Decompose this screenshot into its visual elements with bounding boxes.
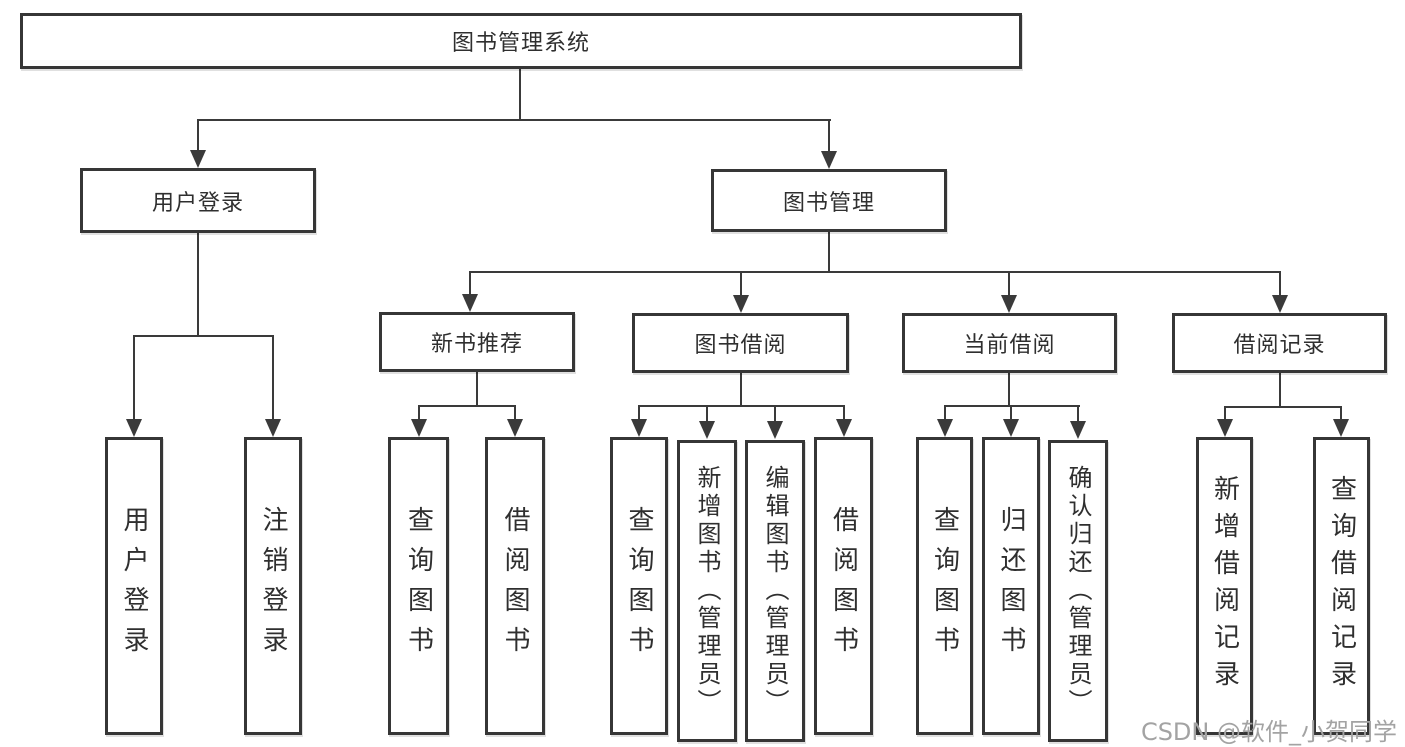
leaf-query-books-recommend-label: 查询图书: [403, 506, 434, 666]
arrow-down-icon: [197, 119, 199, 150]
leaf-query-borrow-record: 查询借阅记录: [1313, 437, 1370, 735]
connector-line: [638, 405, 845, 407]
arrow-down-icon: [514, 405, 516, 419]
arrow-down-icon: [740, 271, 742, 295]
leaf-confirm-return-admin-label: 确认归还（管理员）: [1064, 465, 1092, 717]
node-user-login: 用户登录: [80, 168, 316, 233]
connector-line: [1224, 406, 1342, 408]
connector-line: [469, 271, 1281, 273]
leaf-user-login: 用户登录: [105, 437, 163, 735]
arrow-down-icon: [828, 119, 830, 151]
leaf-borrow-books-recommend-label: 借阅图书: [500, 506, 530, 666]
node-user-login-label: 用户登录: [151, 190, 244, 216]
connector-line: [828, 231, 830, 273]
connector-line: [519, 68, 521, 121]
node-book-borrowing: 图书借阅: [632, 313, 849, 373]
connector-line: [1279, 372, 1281, 408]
leaf-logout-login: 注销登录: [244, 437, 302, 735]
leaf-query-books-recommend: 查询图书: [388, 437, 449, 735]
leaf-add-borrow-record-label: 新增借阅记录: [1209, 475, 1240, 697]
leaf-logout-login-label: 注销登录: [258, 506, 288, 666]
arrow-down-icon: [1279, 271, 1281, 295]
node-new-book-recommend: 新书推荐: [379, 312, 575, 372]
leaf-query-books-current-label: 查询图书: [929, 506, 960, 666]
node-current-borrowing-label: 当前借阅: [963, 333, 1056, 358]
leaf-add-books-admin: 新增图书（管理员）: [677, 440, 737, 742]
leaf-query-books-borrow-label: 查询图书: [624, 506, 654, 666]
connector-line: [197, 119, 831, 121]
node-current-borrowing: 当前借阅: [902, 313, 1117, 373]
node-new-book-recommend-label: 新书推荐: [430, 332, 523, 357]
arrow-down-icon: [1010, 405, 1012, 419]
arrow-down-icon: [133, 335, 135, 419]
connector-line: [944, 405, 1080, 407]
connector-line: [1008, 372, 1010, 407]
connector-line: [418, 405, 516, 407]
node-root: 图书管理系统: [20, 13, 1022, 69]
arrow-down-icon: [706, 405, 708, 421]
leaf-edit-books-admin: 编辑图书（管理员）: [745, 440, 805, 742]
connector-line: [133, 335, 274, 337]
arrow-down-icon: [944, 405, 946, 419]
leaf-borrow-books: 借阅图书: [814, 437, 873, 735]
leaf-query-borrow-record-label: 查询借阅记录: [1326, 475, 1357, 697]
leaf-add-borrow-record: 新增借阅记录: [1196, 437, 1253, 735]
node-borrow-records-label: 借阅记录: [1233, 333, 1326, 358]
leaf-query-books-borrow: 查询图书: [610, 437, 668, 735]
csdn-watermark: CSDN @软件_小贺同学: [1140, 718, 1397, 746]
arrow-down-icon: [469, 271, 471, 294]
leaf-query-books-current: 查询图书: [916, 437, 973, 735]
leaf-return-books-label: 归还图书: [996, 506, 1026, 666]
node-book-management: 图书管理: [711, 169, 947, 232]
connector-line: [740, 372, 742, 407]
leaf-confirm-return-admin: 确认归还（管理员）: [1048, 440, 1108, 742]
leaf-borrow-books-recommend: 借阅图书: [485, 437, 545, 735]
arrow-down-icon: [1224, 406, 1226, 419]
leaf-edit-books-admin-label: 编辑图书（管理员）: [761, 465, 789, 717]
node-root-label: 图书管理系统: [451, 31, 590, 56]
node-borrow-records: 借阅记录: [1172, 313, 1387, 373]
arrow-down-icon: [1008, 271, 1010, 295]
leaf-borrow-books-label: 借阅图书: [828, 506, 859, 666]
leaf-user-login-label: 用户登录: [119, 506, 149, 666]
arrow-down-icon: [1340, 406, 1342, 419]
connector-line: [476, 371, 478, 407]
leaf-return-books: 归还图书: [982, 437, 1040, 735]
node-book-management-label: 图书管理: [782, 190, 875, 216]
node-book-borrowing-label: 图书借阅: [694, 333, 787, 358]
arrow-down-icon: [843, 405, 845, 419]
arrow-down-icon: [638, 405, 640, 419]
arrow-down-icon: [1077, 405, 1079, 421]
arrow-down-icon: [272, 335, 274, 419]
leaf-add-books-admin-label: 新增图书（管理员）: [693, 465, 721, 717]
arrow-down-icon: [418, 405, 420, 419]
connector-line: [197, 232, 199, 337]
arrow-down-icon: [774, 405, 776, 421]
